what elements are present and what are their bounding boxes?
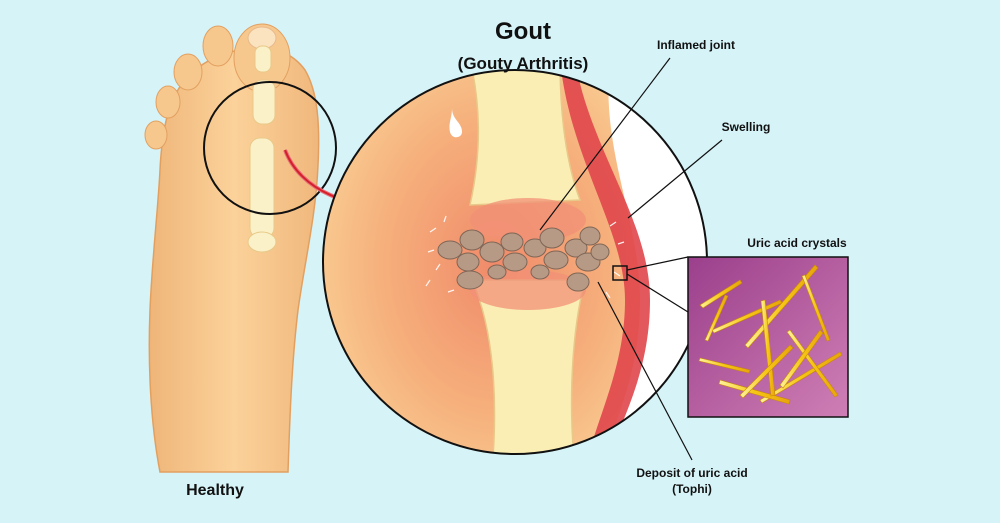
label-tophi: (Tophi) <box>672 482 712 496</box>
diagram-subtitle: (Gouty Arthritis) <box>457 54 589 73</box>
label-swelling: Swelling <box>721 120 771 134</box>
crystal-zoom-marker <box>612 265 628 281</box>
leader-lines <box>539 57 723 461</box>
label-deposit-uric-acid: Deposit of uric acid <box>636 466 748 480</box>
toe-4 <box>155 85 181 119</box>
label-uric-acid-crystals: Uric acid crystals <box>747 236 847 250</box>
uric-acid-crystals <box>698 264 843 405</box>
toe-2 <box>202 25 234 67</box>
toe-5 <box>144 120 168 150</box>
magnifier-circle <box>203 81 337 215</box>
healthy-foot <box>144 23 337 473</box>
diagram-title: Gout <box>495 18 551 45</box>
label-inflamed-joint: Inflamed joint <box>657 38 735 52</box>
crystal-panel <box>687 256 849 418</box>
tophi-deposit <box>437 226 610 292</box>
toe-3 <box>173 53 203 91</box>
label-healthy: Healthy <box>186 482 244 499</box>
magnified-joint <box>322 69 708 455</box>
